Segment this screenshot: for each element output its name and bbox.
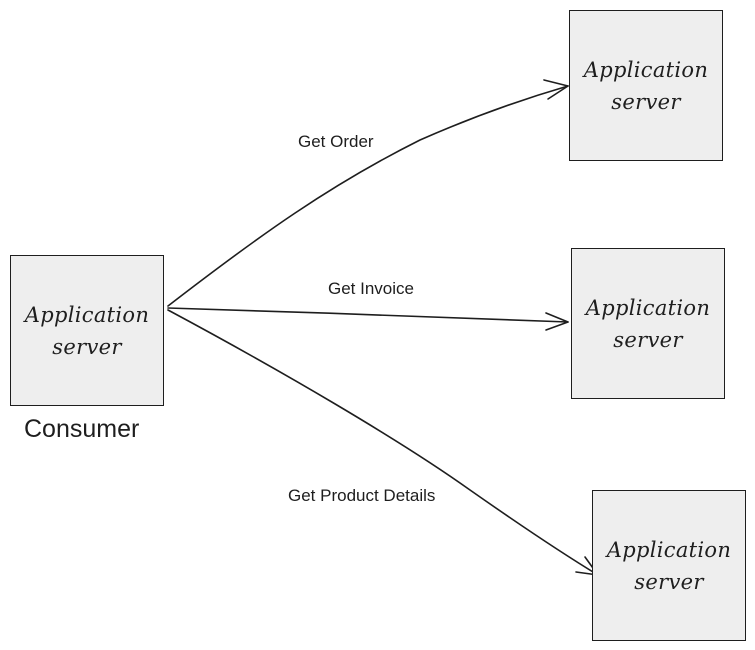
arrowhead-get-invoice [545, 312, 569, 331]
consumer-box-label: Application server [24, 302, 150, 359]
application-server-box-order: Application server [569, 10, 723, 161]
consumer-application-server-box: Application server [10, 255, 164, 406]
consumer-caption: Consumer [24, 415, 140, 443]
arrow-get-order [167, 85, 569, 307]
application-server-box-product-details: Application server [592, 490, 746, 641]
edge-label-get-order: Get Order [298, 132, 374, 151]
arrow-get-product-details [167, 309, 599, 576]
arrowhead-get-order [543, 79, 569, 100]
server-box-label: Application server [585, 295, 711, 352]
application-server-box-invoice: Application server [571, 248, 725, 399]
arrow-get-invoice [167, 307, 569, 323]
edge-label-get-product-details: Get Product Details [288, 486, 436, 505]
server-box-label: Application server [606, 537, 732, 594]
edge-label-get-invoice: Get Invoice [328, 279, 414, 298]
server-box-label: Application server [583, 57, 709, 114]
